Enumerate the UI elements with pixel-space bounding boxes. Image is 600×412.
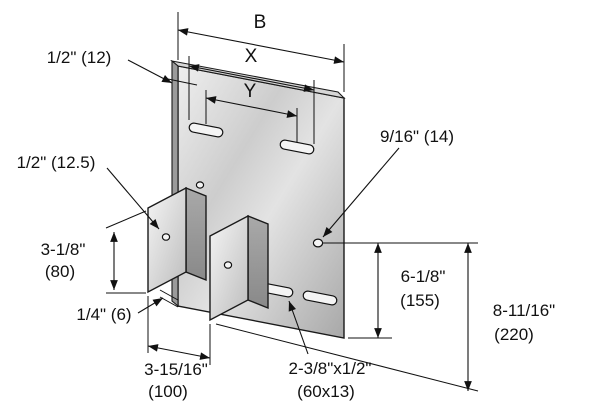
small-hole-upper	[195, 181, 205, 189]
center-hole-label: 9/16" (14)	[380, 127, 454, 146]
edge-offset-tick	[167, 78, 198, 86]
dimension-tab-spacing: 3-15/16" (100)	[144, 296, 211, 401]
edge-offset-leader	[127, 59, 173, 84]
tab-gap-label: 1/4" (6)	[76, 305, 131, 324]
dimension-mid-height: 6-1/8" (155)	[323, 242, 478, 339]
overall-ext-bottom	[215, 323, 479, 392]
slot-bottom-right	[302, 290, 338, 306]
slot-size-label-mm: (60x13)	[297, 382, 355, 401]
slot-top-left	[188, 122, 224, 138]
callout-slot-size: 2-3/8"x1/2" (60x13)	[288, 300, 372, 401]
dimension-overall-height: 8-11/16" (220)	[215, 243, 555, 392]
slot-size-label-in: 2-3/8"x1/2"	[289, 359, 372, 378]
dimension-b: B	[177, 12, 345, 92]
dimension-y: Y	[205, 81, 298, 142]
tab-2	[209, 214, 269, 322]
tab-height-label-in: 3-1/8"	[41, 240, 86, 259]
dim-x-label: X	[245, 46, 258, 67]
tab-1-side-face	[185, 186, 207, 282]
center-hole-9-16	[312, 238, 324, 248]
tab-gap-leader	[137, 297, 164, 314]
dim-b-line	[177, 28, 345, 64]
tab-height-label-mm: (80)	[45, 262, 75, 281]
tab-hole-label: 1/2" (12.5)	[17, 153, 96, 172]
tab-1	[147, 186, 207, 294]
tab-spacing-label-in: 3-15/16"	[144, 360, 208, 379]
mid-height-label-in: 6-1/8"	[401, 267, 446, 286]
dim-y-label: Y	[244, 81, 257, 102]
tab-gap-tick-1	[159, 289, 179, 301]
dim-y-line	[205, 96, 298, 118]
dimension-tab-height: 3-1/8" (80)	[41, 210, 147, 294]
tab-1-hole	[161, 233, 171, 241]
tab-hole-leader	[106, 167, 160, 230]
dim-x-line	[188, 64, 315, 92]
slot-size-leader	[288, 300, 309, 355]
overall-label-in: 8-11/16"	[493, 301, 555, 320]
slot-top-right	[279, 139, 315, 155]
tab-2-hole	[223, 261, 233, 269]
tab-spacing-line	[147, 344, 211, 360]
tab-gap-tick-2	[159, 296, 179, 308]
mid-height-label-mm: (155)	[400, 291, 440, 310]
tab-height-ext-top	[105, 210, 147, 229]
overall-label-mm: (220)	[494, 325, 534, 344]
callout-center-hole: 9/16" (14)	[322, 127, 454, 238]
center-hole-leader	[322, 147, 400, 238]
edge-offset-label: 1/2" (12)	[47, 48, 112, 67]
tab-2-side-face	[247, 214, 269, 310]
tab-spacing-label-mm: (100)	[148, 382, 188, 401]
dim-b-label: B	[254, 12, 267, 33]
callout-tab-hole: 1/2" (12.5)	[17, 153, 160, 230]
callout-edge-offset: 1/2" (12)	[47, 48, 198, 86]
dimension-x: X	[188, 46, 315, 144]
callout-tab-gap: 1/4" (6)	[76, 289, 179, 324]
